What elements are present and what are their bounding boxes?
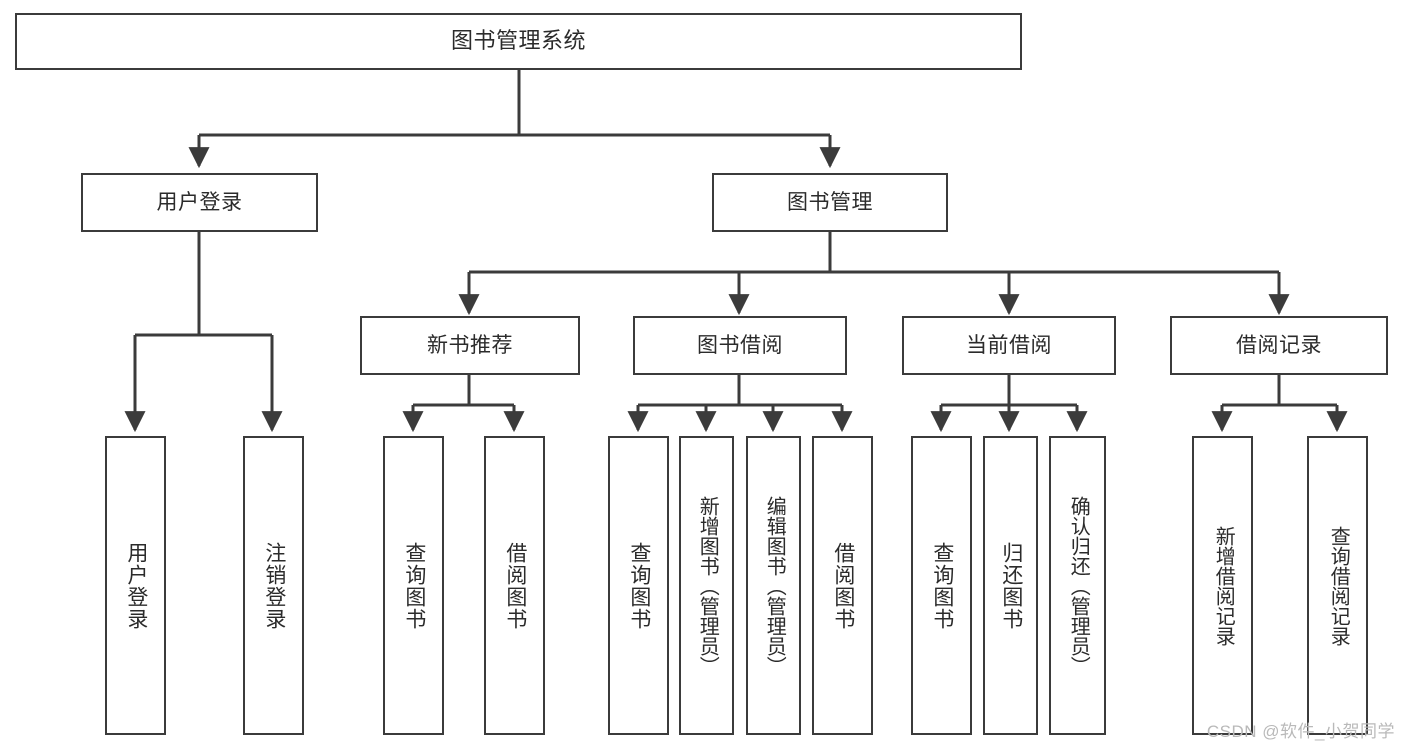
leaf-query-borrow-record[interactable]: 查询借阅记录	[1307, 436, 1368, 735]
leaf-logout[interactable]: 注销登录	[243, 436, 304, 735]
node-label: 用户登录	[124, 541, 148, 630]
leaf-borrow-book-recommend[interactable]: 借阅图书	[484, 436, 545, 735]
node-label: 查询图书	[402, 541, 426, 630]
node-label: 编辑图书（管理员）	[763, 495, 786, 676]
leaf-user-login[interactable]: 用户登录	[105, 436, 166, 735]
node-label: 图书管理系统	[450, 28, 586, 54]
node-book-borrow[interactable]: 图书借阅	[633, 316, 847, 375]
leaf-edit-book[interactable]: 编辑图书（管理员）	[746, 436, 801, 735]
leaf-return-book[interactable]: 归还图书	[983, 436, 1038, 735]
node-borrow-record[interactable]: 借阅记录	[1170, 316, 1388, 375]
leaf-query-book-current[interactable]: 查询图书	[911, 436, 972, 735]
node-new-book-recommend[interactable]: 新书推荐	[360, 316, 580, 375]
node-label: 借阅图书	[503, 541, 527, 630]
node-label: 借阅记录	[1236, 333, 1322, 357]
node-label: 查询借阅记录	[1327, 525, 1350, 646]
leaf-query-book-recommend[interactable]: 查询图书	[383, 436, 444, 735]
node-book-manage[interactable]: 图书管理	[712, 173, 948, 232]
node-root-system[interactable]: 图书管理系统	[15, 13, 1022, 70]
node-label: 新书推荐	[427, 333, 513, 357]
node-label: 借阅图书	[831, 541, 855, 630]
node-label: 确认归还（管理员）	[1067, 495, 1090, 676]
node-label: 查询图书	[930, 541, 954, 630]
node-label: 归还图书	[999, 541, 1023, 630]
node-label: 新增图书（管理员）	[696, 495, 719, 676]
node-label: 用户登录	[156, 190, 243, 214]
leaf-query-book-borrow[interactable]: 查询图书	[608, 436, 669, 735]
node-label: 查询图书	[627, 541, 651, 630]
node-label: 注销登录	[262, 541, 286, 630]
node-label: 新增借阅记录	[1212, 525, 1235, 646]
node-current-borrow[interactable]: 当前借阅	[902, 316, 1116, 375]
node-label: 当前借阅	[966, 333, 1052, 357]
leaf-add-borrow-record[interactable]: 新增借阅记录	[1192, 436, 1253, 735]
node-label: 图书管理	[787, 190, 873, 214]
leaf-add-book[interactable]: 新增图书（管理员）	[679, 436, 734, 735]
node-user-login[interactable]: 用户登录	[81, 173, 318, 232]
leaf-confirm-return[interactable]: 确认归还（管理员）	[1049, 436, 1106, 735]
leaf-borrow-book[interactable]: 借阅图书	[812, 436, 873, 735]
watermark-text: CSDN @软件_小贺同学	[1206, 722, 1395, 741]
node-label: 图书借阅	[697, 333, 783, 357]
